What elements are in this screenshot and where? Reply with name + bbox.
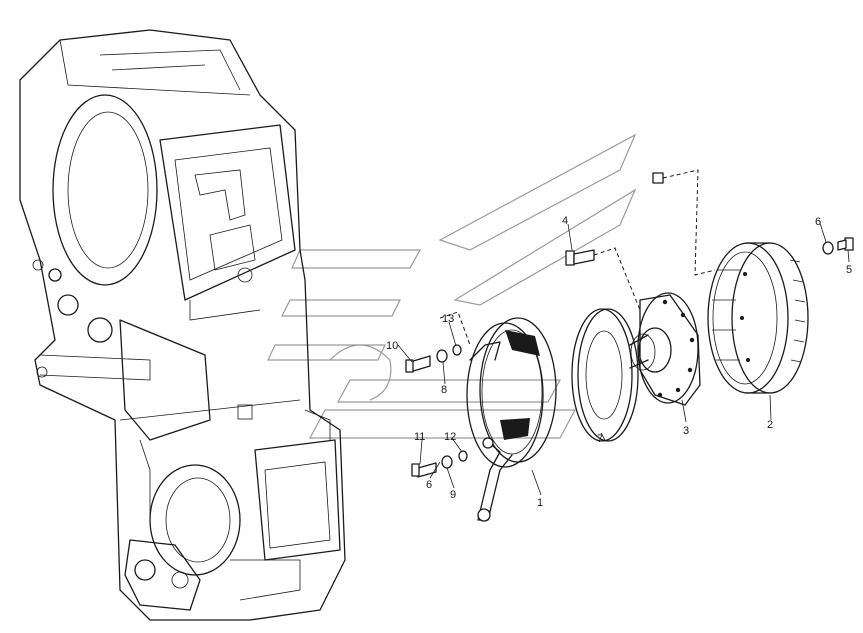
callout-12: 12 [444, 431, 456, 443]
assembly-lines [439, 169, 716, 346]
watermark-logo [267, 133, 637, 439]
part-callouts: 1 2 3 4 5 6 6 7 8 9 10 11 12 13 [386, 215, 852, 509]
callout-6-right: 6 [815, 216, 821, 228]
callout-13: 13 [442, 313, 454, 325]
callout-4: 4 [562, 215, 568, 227]
callout-1: 1 [537, 497, 543, 509]
transmission-housing [19, 29, 346, 621]
nut-upper [652, 172, 664, 184]
callout-9: 9 [450, 489, 456, 501]
callout-5: 5 [846, 264, 852, 276]
callout-2: 2 [767, 419, 773, 431]
brake-band-part-1 [466, 317, 557, 522]
callout-10: 10 [386, 340, 398, 352]
callout-11: 11 [414, 431, 425, 443]
bolt-part-5 [822, 237, 854, 255]
brake-drum-part-2 [707, 242, 809, 394]
bolt-part-4 [565, 249, 595, 266]
callout-3: 3 [683, 425, 689, 437]
callout-7: 7 [597, 433, 603, 445]
fastener-stack-upper [405, 344, 462, 373]
leader-lines [397, 222, 850, 496]
plate-part-7 [571, 308, 639, 442]
hub-part-3 [629, 292, 701, 406]
callout-6-left: 6 [426, 479, 432, 491]
fastener-stack-lower [411, 450, 468, 478]
callout-8: 8 [441, 384, 447, 396]
